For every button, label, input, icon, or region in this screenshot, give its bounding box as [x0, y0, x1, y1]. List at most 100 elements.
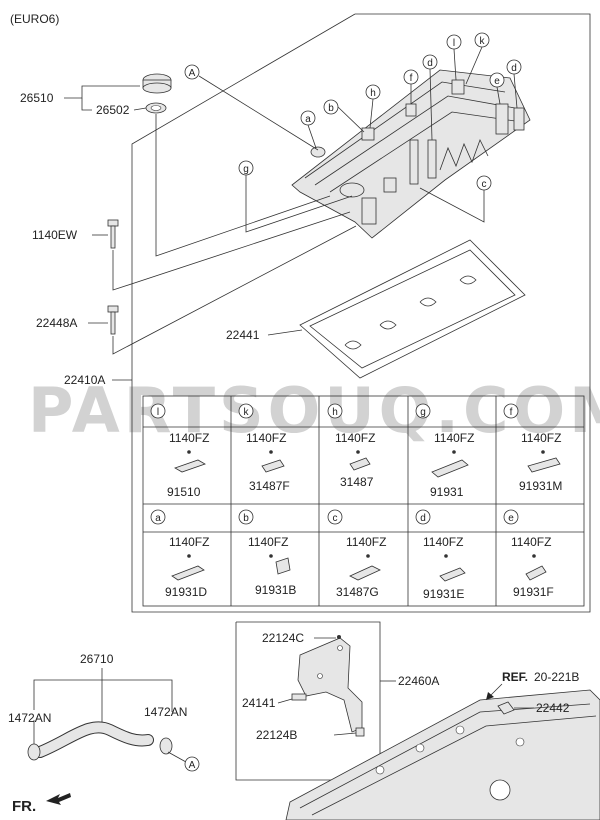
svg-text:d: d [420, 513, 426, 524]
engine-bracket [297, 637, 363, 733]
table-row-1: l 1140FZ 91510 k 1140FZ 31487F h 1140FZ … [150, 403, 562, 499]
label-22410a: 22410A [64, 373, 105, 387]
svg-text:A: A [189, 68, 196, 79]
label-22441: 22441 [226, 328, 260, 342]
hose-clamp-left [27, 720, 41, 761]
svg-text:e: e [494, 76, 500, 87]
bolt-22124b [355, 727, 365, 737]
callout-h: h [365, 84, 381, 129]
callout-a: a [300, 110, 317, 149]
bolt-1140ew [107, 219, 119, 249]
hose-clamp-right [159, 737, 173, 755]
variant-label: (EURO6) [10, 12, 59, 26]
bolt-22124c-icon [337, 635, 341, 639]
svg-text:l: l [157, 407, 159, 418]
svg-text:91931E: 91931E [423, 587, 464, 601]
label-22448a: 22448A [36, 316, 77, 330]
svg-text:A: A [189, 760, 196, 771]
plug-22442 [497, 701, 515, 715]
svg-text:l: l [453, 38, 455, 49]
label-26710: 26710 [80, 652, 114, 666]
svg-text:a: a [305, 114, 311, 125]
svg-text:31487F: 31487F [249, 479, 290, 493]
cover-gasket-holes [344, 275, 477, 350]
svg-text:c: c [333, 513, 338, 524]
ref-arrow-head-icon [486, 692, 494, 700]
svg-text:1140FZ: 1140FZ [434, 431, 474, 445]
svg-text:1140FZ: 1140FZ [423, 535, 463, 549]
svg-text:31487: 31487 [340, 475, 374, 489]
label-22442: 22442 [536, 701, 570, 715]
svg-text:91931B: 91931B [255, 583, 296, 597]
svg-text:h: h [370, 88, 376, 99]
cell-k: k 1140FZ 31487F [238, 403, 290, 493]
svg-text:1140FZ: 1140FZ [346, 535, 386, 549]
svg-text:1140FZ: 1140FZ [248, 535, 288, 549]
svg-text:g: g [243, 164, 249, 175]
callout-e: e [489, 72, 505, 105]
svg-text:b: b [243, 513, 249, 524]
table-row-2: a 1140FZ 91931D b 1140FZ 91931B c 1140FZ… [150, 509, 554, 601]
label-26510: 26510 [20, 91, 54, 105]
cylinder-head-illustration [285, 689, 600, 820]
bolt-22448a [107, 305, 119, 335]
cell-f: f 1140FZ 91931M [503, 403, 562, 493]
svg-text:91931: 91931 [430, 485, 464, 499]
svg-text:1140FZ: 1140FZ [169, 431, 209, 445]
ref-number: 20-221B [534, 670, 579, 684]
filler-cap-gasket [145, 102, 167, 114]
svg-text:b: b [328, 103, 334, 114]
svg-text:1140FZ: 1140FZ [335, 431, 375, 445]
assembly-outline [131, 13, 591, 613]
cell-l: l 1140FZ 91510 [150, 403, 209, 499]
svg-text:d: d [511, 63, 517, 74]
label-22124b: 22124B [256, 728, 297, 742]
front-arrow-icon [46, 793, 71, 805]
svg-text:91510: 91510 [167, 485, 201, 499]
cell-c: c 1140FZ 31487G [327, 509, 386, 599]
label-1140ew: 1140EW [32, 228, 78, 242]
svg-text:k: k [244, 407, 250, 418]
svg-text:c: c [482, 179, 487, 190]
cell-a: a 1140FZ 91931D [150, 509, 209, 599]
svg-text:91931F: 91931F [513, 585, 554, 599]
label-26502: 26502 [96, 103, 130, 117]
cell-g: g 1140FZ 91931 [415, 403, 474, 499]
callout-g: g [238, 160, 353, 233]
svg-text:1140FZ: 1140FZ [246, 431, 286, 445]
svg-text:31487G: 31487G [336, 585, 379, 599]
callout-d-top: d [422, 54, 438, 141]
callout-k: k [465, 32, 490, 85]
cover-gasket-outline [299, 239, 526, 379]
cell-h: h 1140FZ 31487 [327, 403, 375, 489]
cell-e: e 1140FZ 91931F [503, 509, 554, 599]
svg-text:k: k [480, 36, 486, 47]
svg-text:f: f [410, 73, 413, 84]
svg-text:d: d [427, 58, 433, 69]
callout-c: c [419, 175, 492, 223]
callout-f: f [403, 69, 419, 104]
callout-b: b [323, 99, 365, 133]
cell-d: d 1140FZ 91931E [415, 509, 466, 601]
callout-A-bottom: A [167, 751, 200, 772]
label-22124c: 22124C [262, 631, 304, 645]
label-22460a: 22460A [398, 674, 439, 688]
svg-text:g: g [420, 407, 426, 418]
ref-arrow [489, 683, 503, 697]
fastener-table [142, 395, 585, 607]
label-1472an-left: 1472AN [8, 711, 51, 725]
svg-text:91931M: 91931M [519, 479, 562, 493]
front-direction-label: FR. [12, 798, 36, 815]
svg-text:91931D: 91931D [165, 585, 207, 599]
svg-text:h: h [332, 407, 338, 418]
callout-l: l [446, 34, 462, 81]
oil-filler-cap [142, 73, 172, 94]
svg-text:1140FZ: 1140FZ [521, 431, 561, 445]
cell-b: b 1140FZ 91931B [238, 509, 296, 597]
svg-text:a: a [155, 513, 161, 524]
svg-text:f: f [510, 407, 513, 418]
ref-label: REF. [502, 670, 528, 684]
stud-24141 [291, 693, 307, 701]
label-24141: 24141 [242, 696, 276, 710]
